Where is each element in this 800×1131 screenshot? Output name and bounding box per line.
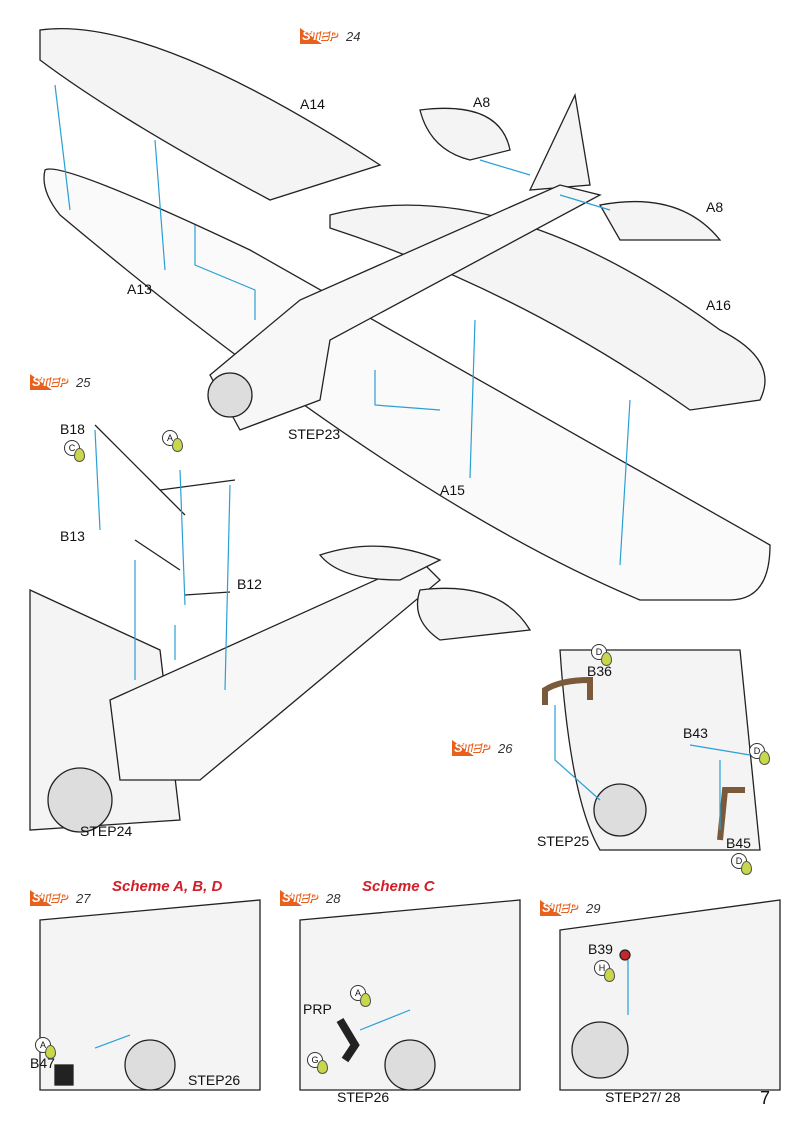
step-number: 24 (346, 29, 361, 44)
step-word: STEP (32, 890, 68, 905)
step-word: STEP (32, 374, 68, 389)
step-number: 25 (76, 375, 91, 390)
part-label-b45: B45 (726, 835, 751, 851)
step-25-badge: STEP 25 (30, 374, 110, 390)
glue-drop-icon (741, 861, 752, 875)
ref-step27-28: STEP27/ 28 (605, 1089, 681, 1105)
step-word: STEP (282, 890, 318, 905)
part-label-a8-left: A8 (473, 94, 491, 110)
part-label-b18: B18 (60, 421, 85, 437)
scheme-heading-c: Scheme C (362, 878, 435, 895)
step-marker-icon (452, 740, 474, 756)
step-word: STEP (454, 740, 490, 755)
step-number: 29 (586, 901, 601, 916)
part-label-b47: B47 (30, 1055, 55, 1071)
ref-step26-b: STEP26 (337, 1089, 390, 1105)
step-number: 26 (498, 741, 513, 756)
glue-drop-icon (317, 1060, 328, 1074)
part-label-a13: A13 (127, 281, 152, 297)
step-24-badge: STEP 24 (300, 28, 380, 44)
ref-step24: STEP24 (80, 823, 133, 839)
glue-drop-icon (45, 1045, 56, 1059)
step-marker-icon (300, 28, 322, 44)
glue-drop-icon (759, 751, 770, 765)
glue-drop-icon (172, 438, 183, 452)
step-marker-icon (280, 890, 302, 906)
part-label-b36: B36 (587, 663, 612, 679)
step-number: 28 (326, 891, 341, 906)
part-label-a8-right: A8 (706, 199, 724, 215)
glue-drop-icon (601, 652, 612, 666)
part-label-b13: B13 (60, 528, 85, 544)
glue-drop-icon (74, 448, 85, 462)
part-label-b43: B43 (683, 725, 708, 741)
step-26-badge: STEP 26 (452, 740, 532, 756)
step-marker-icon (30, 374, 52, 390)
step-number: 27 (76, 891, 91, 906)
part-label-a15: A15 (440, 482, 465, 498)
ref-step26-a: STEP26 (188, 1072, 241, 1088)
step-word: STEP (302, 28, 338, 43)
scheme-heading-abd: Scheme A, B, D (112, 878, 223, 895)
part-label-b39: B39 (588, 941, 613, 957)
step-28-badge: STEP 28 (280, 890, 360, 906)
step-29-badge: STEP 29 (540, 900, 620, 916)
step-marker-icon (540, 900, 562, 916)
part-label-prp: PRP (303, 1001, 332, 1017)
step-word: STEP (542, 900, 578, 915)
page-number: 7 (760, 1088, 771, 1108)
ref-step23: STEP23 (288, 426, 341, 442)
step-marker-icon (30, 890, 52, 906)
part-label-a16: A16 (706, 297, 731, 313)
part-label-a14: A14 (300, 96, 325, 112)
glue-drop-icon (604, 968, 615, 982)
glue-drop-icon (360, 993, 371, 1007)
part-label-b12: B12 (237, 576, 262, 592)
ref-step25: STEP25 (537, 833, 590, 849)
step-27-badge: STEP 27 (30, 890, 110, 906)
